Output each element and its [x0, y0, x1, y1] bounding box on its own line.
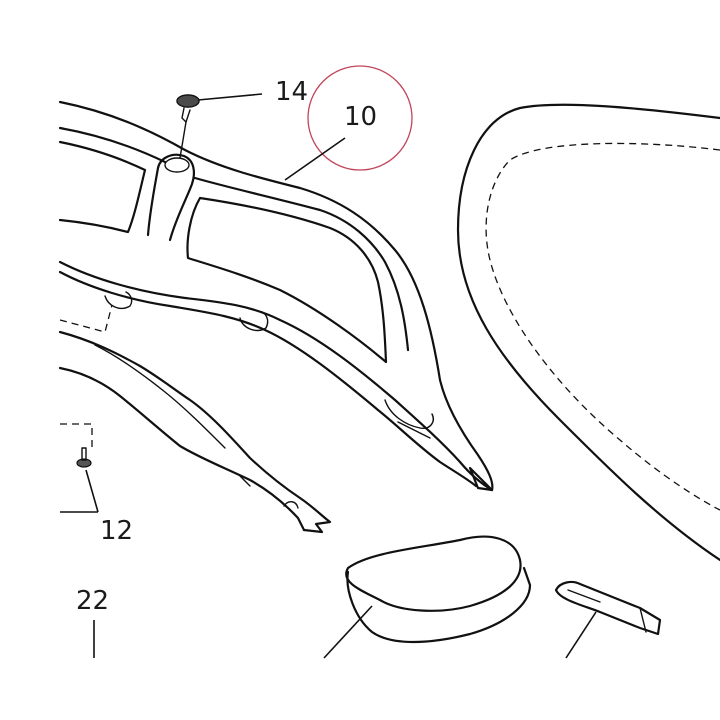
seat-part [456, 103, 720, 562]
callout-10: 10 [344, 102, 378, 132]
highlight-circle [307, 65, 413, 171]
strap-part [554, 580, 662, 636]
screw-part [60, 423, 93, 468]
lower-trim-strip [58, 330, 332, 534]
callout-14: 14 [275, 77, 309, 107]
leader-line-12 [85, 469, 99, 513]
trim-frame-part [58, 100, 494, 492]
leader-line-14 [197, 93, 263, 101]
cushion-part [345, 535, 532, 644]
leader-line-strap [565, 611, 597, 659]
callout-12: 12 [100, 516, 134, 546]
leader-line-cushion [323, 605, 373, 659]
callout-22: 22 [76, 586, 110, 616]
push-rivet-part [176, 94, 200, 159]
leader-line-10 [284, 137, 346, 181]
